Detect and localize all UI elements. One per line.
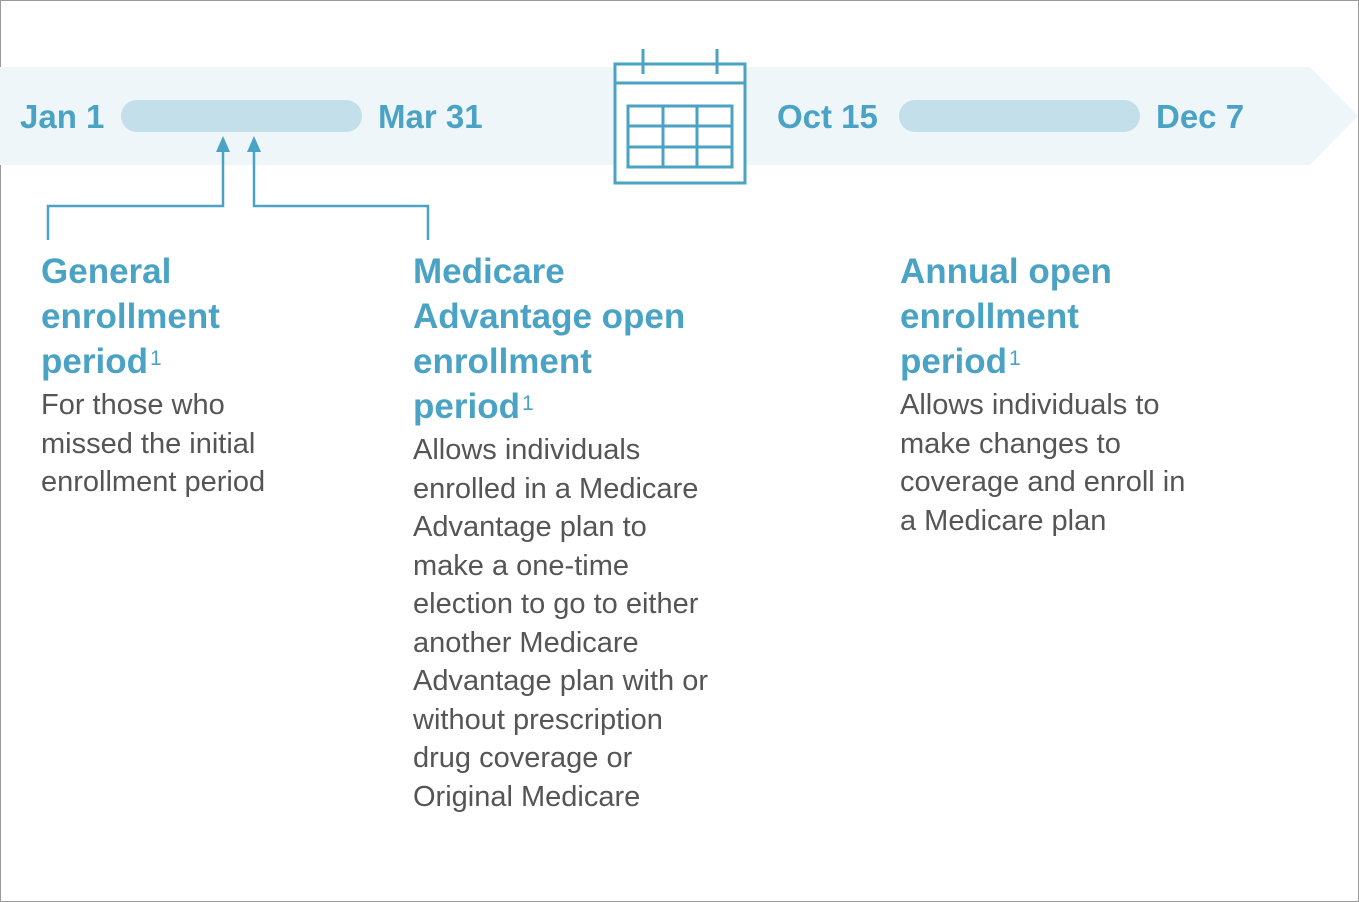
footnote-marker: 1 <box>149 347 162 370</box>
period-title: General enrollment period1 <box>41 252 220 381</box>
period-title: Medicare Advantage open enrollment perio… <box>413 252 686 426</box>
medicare-advantage-open-enrollment-period: Medicare Advantage open enrollment perio… <box>413 249 713 816</box>
date-mar-31: Mar 31 <box>378 98 483 135</box>
ma-open-enrollment-arrowhead <box>247 136 261 152</box>
ma-open-enrollment-connector <box>252 148 430 240</box>
period-description: Allows individuals enrolled in a Medicar… <box>413 434 709 813</box>
date-dec-7: Dec 7 <box>1156 98 1245 135</box>
date-oct-15: Oct 15 <box>777 98 878 135</box>
annual-open-enrollment-period: Annual open enrollment period1 Allows in… <box>900 249 1200 540</box>
calendar-icon <box>613 49 747 185</box>
footnote-marker: 1 <box>1008 347 1021 370</box>
date-jan-1: Jan 1 <box>20 98 105 135</box>
footnote-marker: 1 <box>521 392 534 415</box>
oct-dec-range-bar <box>899 100 1140 132</box>
period-description: Allows individuals to make changes to co… <box>900 389 1186 537</box>
period-description: For those who missed the initial enrollm… <box>41 389 266 498</box>
period-title: Annual open enrollment period1 <box>900 252 1112 381</box>
general-enrollment-arrowhead <box>216 136 230 152</box>
jan-mar-range-bar <box>121 100 362 132</box>
general-enrollment-period: General enrollment period1 For those who… <box>41 249 303 502</box>
general-enrollment-connector <box>46 148 225 240</box>
